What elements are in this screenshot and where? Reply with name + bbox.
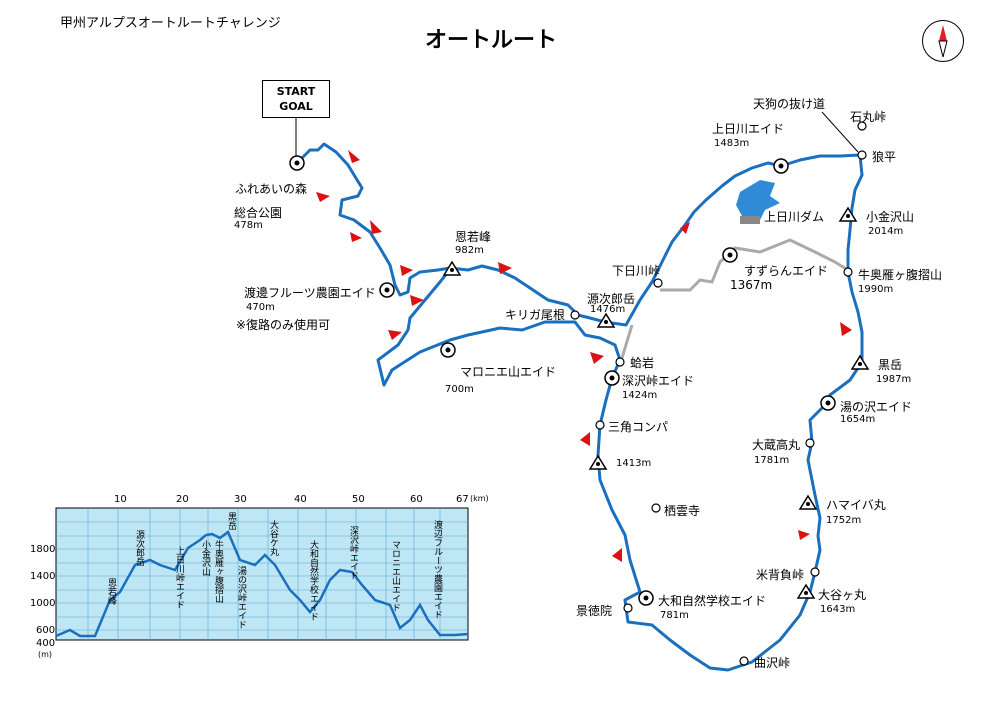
place-shimohikawa: 下日川峠 xyxy=(612,264,661,278)
place-sankaku: 三角コンパ xyxy=(608,420,669,434)
elev-okura: 1781m xyxy=(754,455,790,466)
place-fureai: ふれあいの森 xyxy=(235,182,308,196)
place-keitokuin: 景徳院 xyxy=(576,604,613,618)
profile-x-unit: (km) xyxy=(470,494,489,503)
elev-genjiro: 1476m xyxy=(590,304,626,315)
place-okami: 狼平 xyxy=(872,150,897,164)
elev-kurodake: 1987m xyxy=(876,374,912,385)
profile-label-kamihikawa: 上日川峠エイド xyxy=(174,546,184,609)
place-komesho: 米背負峠 xyxy=(756,568,805,582)
dam-wall xyxy=(740,216,760,224)
profile-y-tick-1800: 1800 xyxy=(30,544,56,555)
place-kokanezawa: 小金沢山 xyxy=(866,210,915,224)
place-yunosawa: 湯の沢エイド xyxy=(840,400,913,414)
goal-label: GOAL xyxy=(279,100,313,113)
place-ushioku: 牛奥雁ヶ腹摺山 xyxy=(858,268,943,282)
elev-fukasawa: 1424m xyxy=(622,390,658,401)
profile-label-maronie: マロニエ山エイド xyxy=(390,540,400,612)
place-fukasawa: 深沢峠エイド xyxy=(622,374,695,388)
profile-y-tick-400: 400 xyxy=(36,638,56,649)
elev-sogo: 478m xyxy=(234,220,263,231)
place-dam: 上日川ダム xyxy=(764,210,825,224)
place-okura: 大蔵高丸 xyxy=(752,438,801,452)
place-tengu: 天狗の抜け道 xyxy=(753,97,826,111)
profile-y-unit: (m) xyxy=(38,650,53,659)
profile-x-tick-50: 50 xyxy=(352,494,365,505)
place-ishimaru: 石丸峠 xyxy=(850,110,887,124)
profile-label-otanigamaru: 大谷ケ丸 xyxy=(268,520,278,556)
main-route xyxy=(295,142,864,672)
profile-label-onjaku: 恩若峰 xyxy=(106,578,116,605)
dam-lake xyxy=(736,180,780,220)
elev-maronie: 700m xyxy=(445,384,474,395)
place-hamaiwa: 蛤岩 xyxy=(630,356,655,370)
map-title: オートルート xyxy=(425,28,558,53)
place-genjiro: 源次郎岳 xyxy=(587,292,636,306)
start-label: START xyxy=(276,85,316,98)
event-subtitle: 甲州アルプスオートルートチャレンジ xyxy=(60,16,281,31)
profile-y-tick-1400: 1400 xyxy=(30,571,56,582)
elev-onjaku: 982m xyxy=(455,245,484,256)
profile-x-tick-10: 10 xyxy=(114,494,127,505)
profile-x-tick-60: 60 xyxy=(410,494,423,505)
elev-yunosawa: 1654m xyxy=(840,414,876,425)
place-magarisawa: 曲沢峠 xyxy=(754,656,791,670)
place-kamihikawa: 上日川エイド xyxy=(712,122,785,136)
profile-x-tick-67: 67 xyxy=(456,494,469,505)
start-goal-box: START GOAL xyxy=(262,80,330,118)
place-otanigamaru: 大谷ヶ丸 xyxy=(818,588,867,602)
elev-watanabe: 470m xyxy=(246,302,275,313)
place-suzuran: すずらんエイド xyxy=(744,264,829,278)
elev-ushioku: 1990m xyxy=(858,284,894,295)
profile-label-yamato: 大和自然学校エイド xyxy=(308,540,318,621)
elev-kokanezawa: 2014m xyxy=(868,226,904,237)
profile-y-tick-1000: 1000 xyxy=(30,598,56,609)
place-kirigaone: キリガ尾根 xyxy=(505,308,566,322)
elev-kamihikawa: 1483m xyxy=(714,138,750,149)
profile-label-ushioku: 牛奥雁ヶ腹摺山 xyxy=(213,540,223,603)
place-sogo: 総合公園 xyxy=(234,206,283,220)
profile-label-kurodake: 黒岳 xyxy=(226,512,236,530)
place-kurodake: 黒岳 xyxy=(878,358,903,372)
direction-arrows xyxy=(316,150,852,562)
profile-x-tick-40: 40 xyxy=(294,494,307,505)
profile-label-kokanezawa: 小金沢山 xyxy=(200,540,210,576)
profile-x-tick-20: 20 xyxy=(176,494,189,505)
elev-hamaiba: 1752m xyxy=(826,515,862,526)
profile-label-fukasawa: 深沢峠エイド xyxy=(348,526,358,580)
place-watanabe: 渡邊フルーツ農園エイド xyxy=(244,286,376,300)
profile-label-watanabe: 渡辺フルーツ農園エイド xyxy=(432,520,442,619)
elev-yamato: 781m xyxy=(660,610,689,621)
profile-y-tick-600: 600 xyxy=(36,625,56,636)
profile-label-genjiro: 源次郎岳 xyxy=(134,530,144,566)
gray-link-route xyxy=(620,324,634,359)
elev-p1413: 1413m xyxy=(616,458,652,469)
elev-suzuran: 1367m xyxy=(730,278,773,292)
place-maronie: マロニエ山エイド xyxy=(460,365,557,379)
place-onjaku: 恩若峰 xyxy=(455,230,492,244)
elev-otanigamaru: 1643m xyxy=(820,604,856,615)
note-watanabe: ※復路のみ使用可 xyxy=(236,318,331,332)
profile-label-yunosawa: 湯の沢峠エイド xyxy=(236,566,246,629)
place-seiunji: 栖雲寺 xyxy=(664,504,701,518)
compass-icon xyxy=(922,20,964,62)
place-hamaiba: ハマイバ丸 xyxy=(826,498,886,512)
profile-x-tick-30: 30 xyxy=(234,494,247,505)
place-yamato: 大和自然学校エイド xyxy=(658,594,767,608)
